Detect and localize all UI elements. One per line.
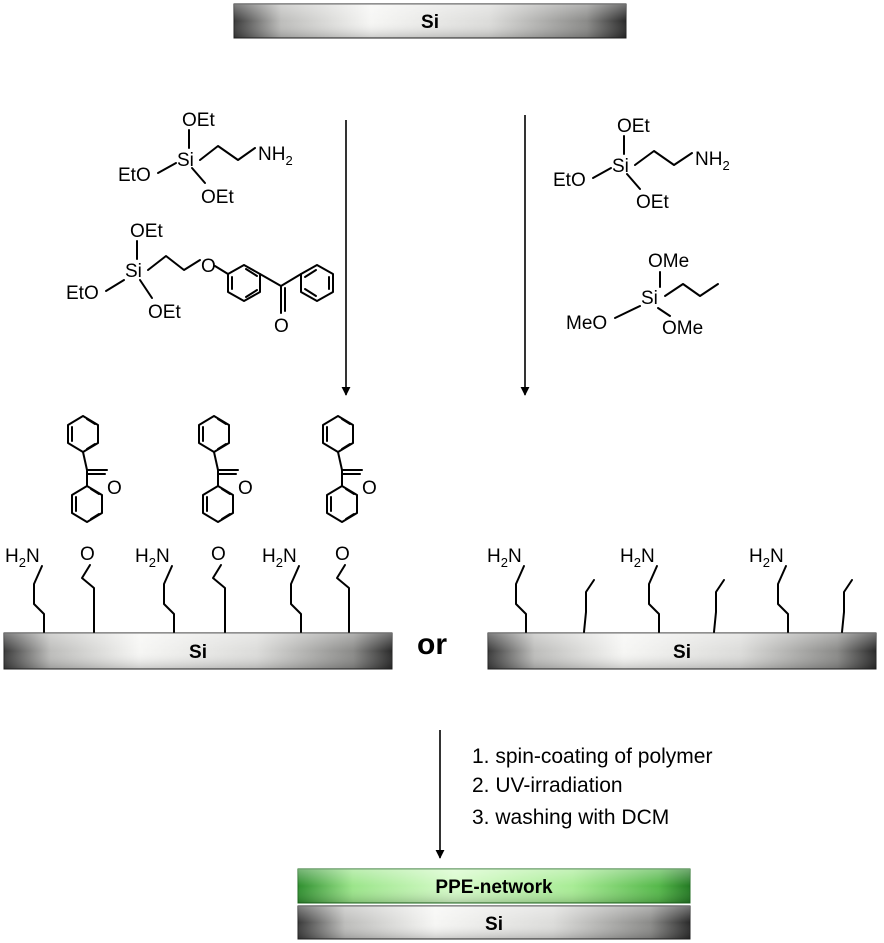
si-label-bottom: Si	[485, 914, 503, 935]
svg-text:OEt: OEt	[201, 187, 234, 208]
svg-text:O: O	[80, 544, 95, 565]
si-substrate-top: Si	[233, 3, 627, 39]
svg-text:H2N: H2N	[135, 546, 170, 570]
si-label-top: Si	[421, 12, 439, 33]
svg-text:OEt: OEt	[617, 116, 650, 137]
step-2: 2. UV-irradiation	[472, 774, 623, 797]
reagent-aminosilane-left: OEt Si EtO OEt NH2	[118, 110, 293, 208]
ppe-network-layer: PPE-network	[297, 868, 691, 904]
svg-text:OEt: OEt	[182, 110, 215, 131]
svg-text:O: O	[274, 316, 289, 337]
svg-text:H2N: H2N	[749, 546, 784, 570]
step-1: 1. spin-coating of polymer	[472, 745, 712, 768]
svg-text:EtO: EtO	[553, 170, 586, 191]
reagent-aminosilane-right: OEt Si EtO OEt NH2	[553, 116, 730, 213]
aminopropyl-chain: H2N	[749, 546, 789, 633]
si-label-left: Si	[189, 642, 207, 663]
svg-text:Si: Si	[612, 156, 629, 177]
si-substrate-bottom: Si	[297, 905, 691, 940]
surface-right: H2N H2N H2N Si	[487, 546, 877, 670]
svg-text:Si: Si	[177, 150, 194, 171]
aminopropyl-chain: H2N	[262, 546, 302, 633]
svg-text:EtO: EtO	[66, 283, 99, 304]
surface-left: H2N H2N H2N O O O O O O	[3, 415, 393, 670]
aminopropyl-chain: H2N	[487, 546, 527, 633]
svg-text:EtO: EtO	[118, 165, 151, 186]
svg-text:H2N: H2N	[487, 546, 522, 570]
si-label-right: Si	[673, 642, 691, 663]
svg-text:O: O	[211, 544, 226, 565]
svg-text:MeO: MeO	[566, 313, 607, 334]
propyl-chain	[583, 579, 595, 633]
svg-text:O: O	[335, 544, 350, 565]
propyl-chain	[713, 579, 725, 633]
step-3: 3. washing with DCM	[472, 806, 669, 829]
benzophenone-chain: O O	[198, 415, 253, 633]
svg-text:H2N: H2N	[5, 546, 40, 570]
svg-text:OEt: OEt	[636, 192, 669, 213]
aminopropyl-chain: H2N	[135, 546, 175, 633]
aminopropyl-chain: H2N	[620, 546, 660, 633]
benzophenone-chain: O O	[322, 415, 377, 633]
svg-text:O: O	[362, 478, 377, 499]
svg-text:O: O	[238, 478, 253, 499]
svg-text:O: O	[107, 478, 122, 499]
svg-text:O: O	[201, 256, 216, 277]
reagent-propylsilane: OMe Si MeO OMe	[566, 251, 719, 339]
or-label: or	[417, 628, 447, 661]
process-steps: 1. spin-coating of polymer 2. UV-irradia…	[472, 745, 712, 829]
reagent-benzophenone-silane: OEt Si EtO OEt O O	[66, 221, 334, 337]
svg-text:OEt: OEt	[148, 302, 181, 323]
svg-text:NH2: NH2	[258, 144, 293, 168]
svg-text:OEt: OEt	[130, 221, 163, 242]
svg-text:H2N: H2N	[620, 546, 655, 570]
svg-text:Si: Si	[641, 288, 658, 309]
svg-text:NH2: NH2	[695, 149, 730, 173]
ppe-network-label: PPE-network	[435, 877, 553, 898]
svg-text:OMe: OMe	[648, 251, 689, 272]
aminopropyl-chain: H2N	[5, 546, 45, 633]
svg-text:OMe: OMe	[662, 318, 703, 339]
svg-text:Si: Si	[125, 261, 142, 282]
svg-text:H2N: H2N	[262, 546, 297, 570]
benzophenone-chain: O O	[67, 415, 122, 633]
propyl-chain	[841, 579, 853, 633]
